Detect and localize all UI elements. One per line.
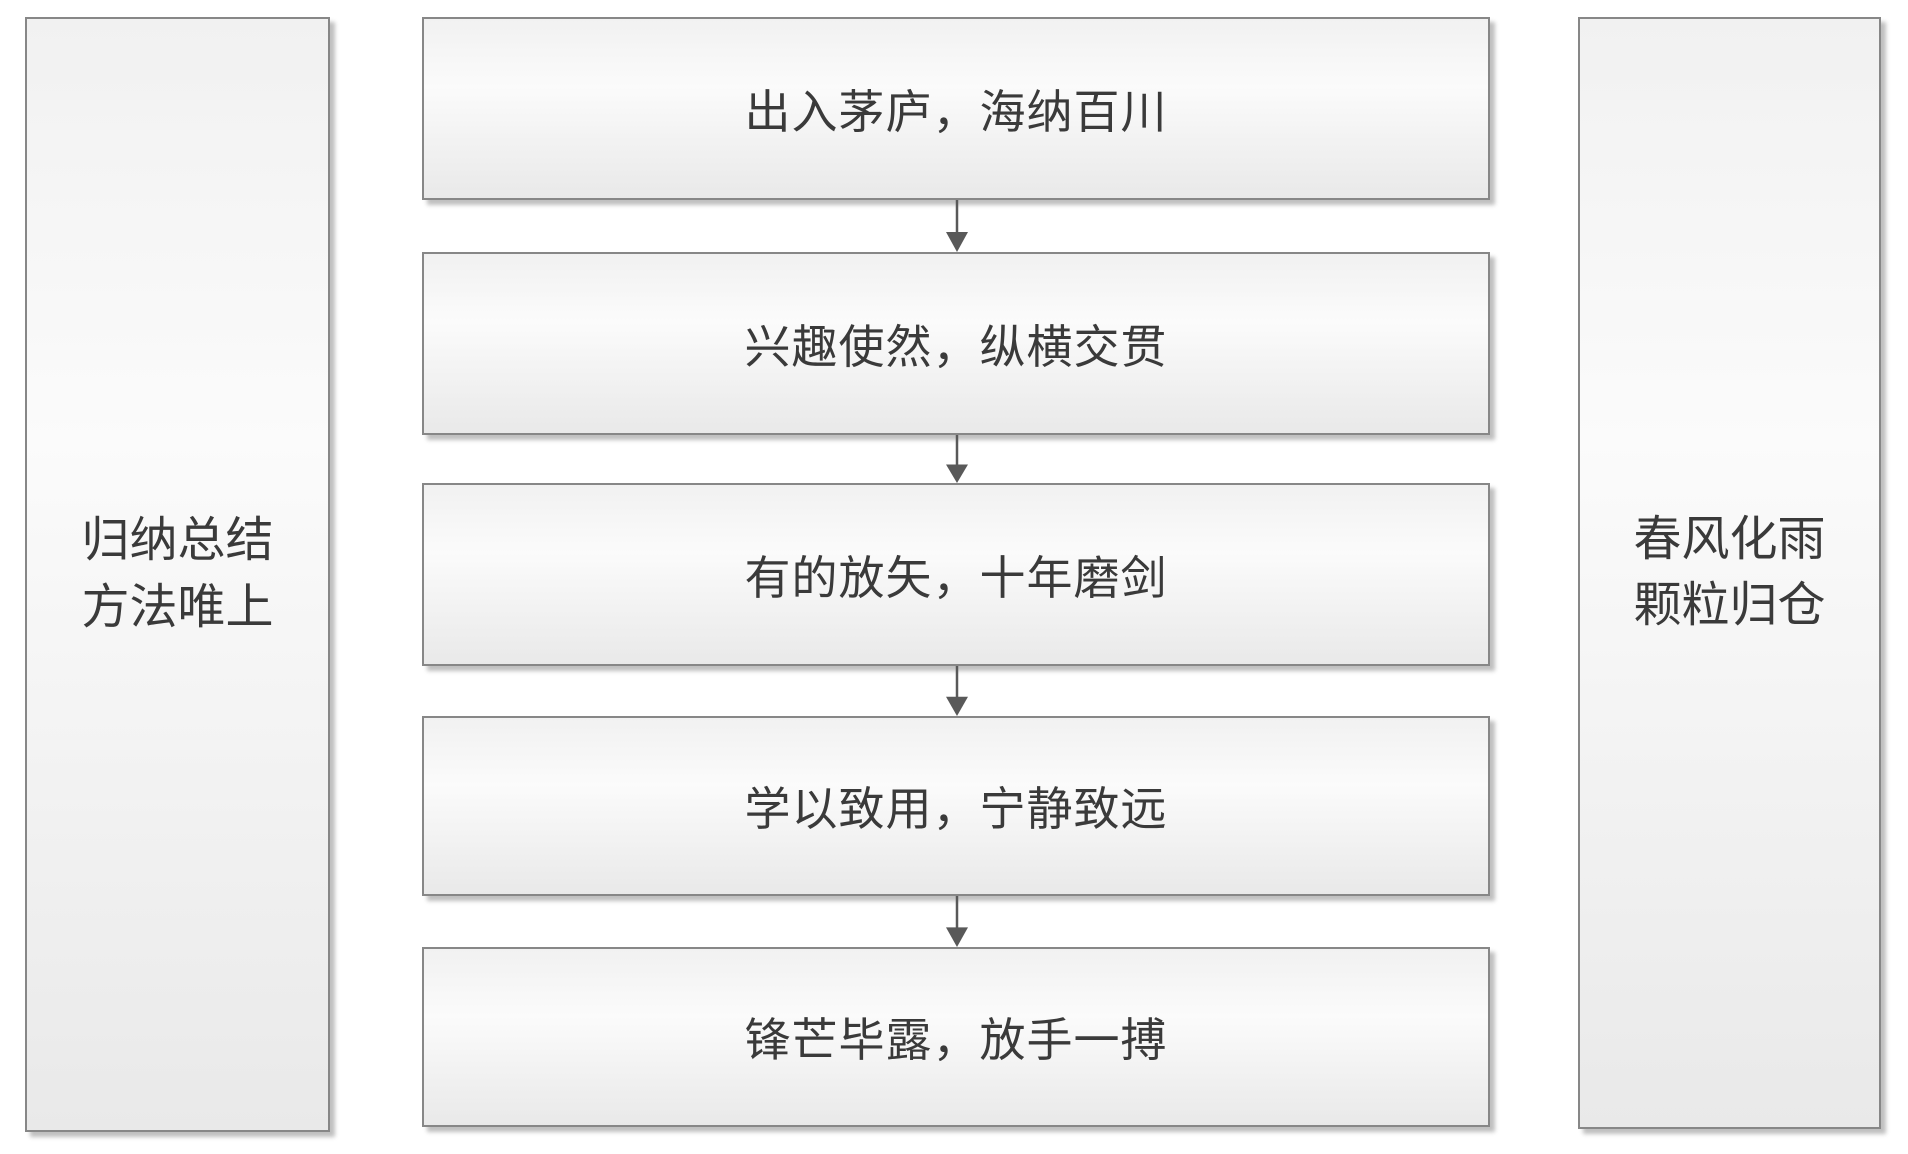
step-box-1: 出入茅庐，海纳百川 (422, 17, 1490, 200)
connector-arrow-down-4 (944, 896, 970, 947)
right-panel-line2: 颗粒归仓 (1633, 579, 1826, 632)
step-2-label: 兴趣使然，纵横交贯 (744, 321, 1168, 373)
down-arrow-icon (946, 435, 968, 483)
step-box-4: 学以致用，宁静致远 (422, 716, 1490, 896)
step-5-label: 锋芒毕露，放手一搏 (744, 1015, 1168, 1066)
connector-arrow-down-1 (944, 200, 970, 252)
right-panel-line1: 春风化雨 (1633, 512, 1826, 566)
step-box-2: 兴趣使然，纵横交贯 (422, 252, 1490, 435)
left-panel-line1: 归纳总结 (81, 514, 274, 568)
right-panel-text: 春风化雨 颗粒归仓 (1633, 507, 1825, 639)
connector-arrow-down-2 (944, 435, 970, 483)
down-arrow-icon (946, 896, 968, 947)
step-4-label: 学以致用，宁静致远 (744, 784, 1168, 835)
step-1-label: 出入茅庐，海纳百川 (744, 86, 1168, 138)
connector-arrow-down-3 (944, 666, 970, 716)
step-3-label: 有的放矢，十年磨剑 (744, 552, 1168, 604)
step-box-3: 有的放矢，十年磨剑 (422, 483, 1490, 666)
left-summary-panel: 归纳总结 方法唯上 (25, 17, 330, 1132)
down-arrow-icon (946, 200, 968, 252)
left-panel-text: 归纳总结 方法唯上 (81, 508, 273, 640)
right-summary-panel: 春风化雨 颗粒归仓 (1578, 17, 1881, 1129)
step-box-5: 锋芒毕露，放手一搏 (422, 947, 1490, 1127)
left-panel-line2: 方法唯上 (81, 580, 274, 634)
down-arrow-icon (946, 666, 968, 716)
